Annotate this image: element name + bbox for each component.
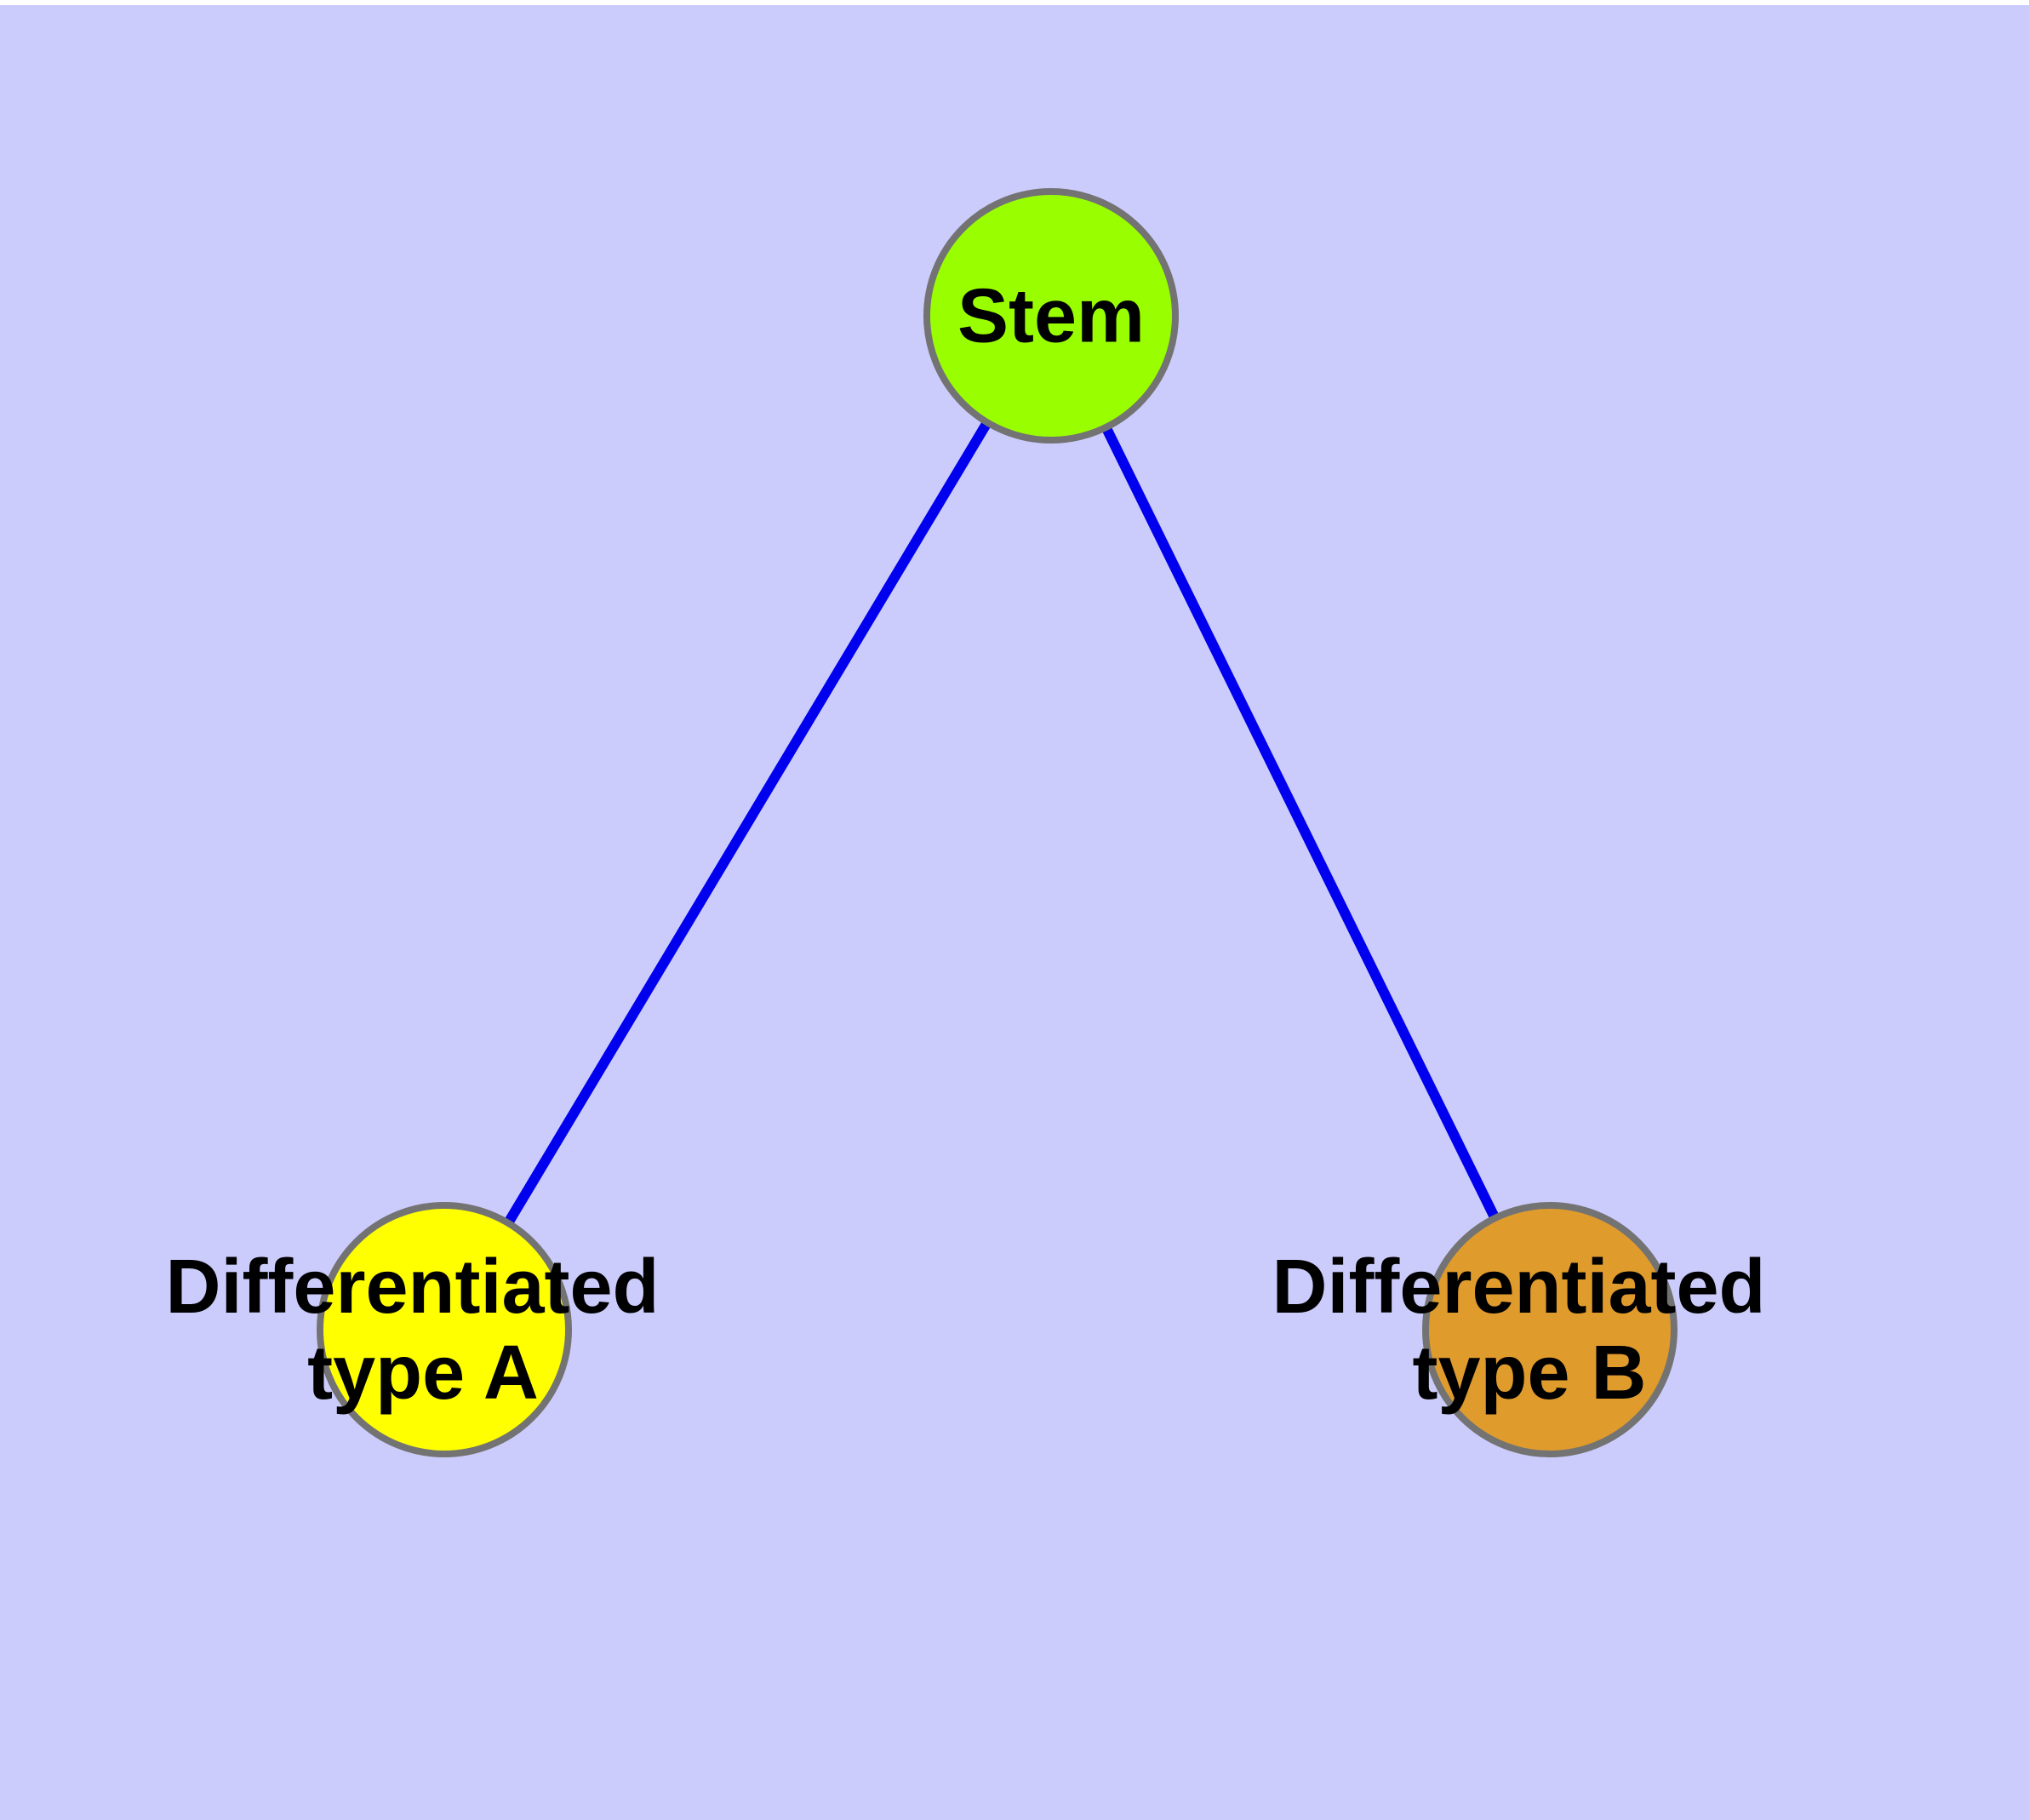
edge-stem-to-differentiated-type-b (1046, 313, 1555, 1332)
node-label-differentiated-type-a-line-1: Differentiated (165, 1245, 659, 1330)
label-layer: Stem Differentiated type A Differentiate… (165, 274, 1786, 1416)
node-label-differentiated-type-b-line-1: Differentiated (1272, 1245, 1765, 1330)
node-differentiated-type-b[interactable] (1422, 1202, 1677, 1457)
node-layer (317, 188, 1677, 1457)
node-label-differentiated-type-b: Differentiated type B (1272, 1245, 1786, 1416)
edge-layer (439, 312, 1555, 1333)
edge-stem-to-differentiated-type-a (439, 312, 1056, 1333)
node-label-differentiated-type-b-line-2: type B (1412, 1331, 1646, 1416)
node-label-stem: Stem (957, 274, 1145, 359)
node-label-differentiated-type-a: Differentiated type A (165, 1245, 680, 1416)
node-stem[interactable] (923, 188, 1179, 444)
node-label-differentiated-type-a-line-2: type A (307, 1331, 539, 1416)
node-differentiated-type-a[interactable] (317, 1202, 572, 1457)
node-label-stem-line-1: Stem (957, 274, 1145, 359)
